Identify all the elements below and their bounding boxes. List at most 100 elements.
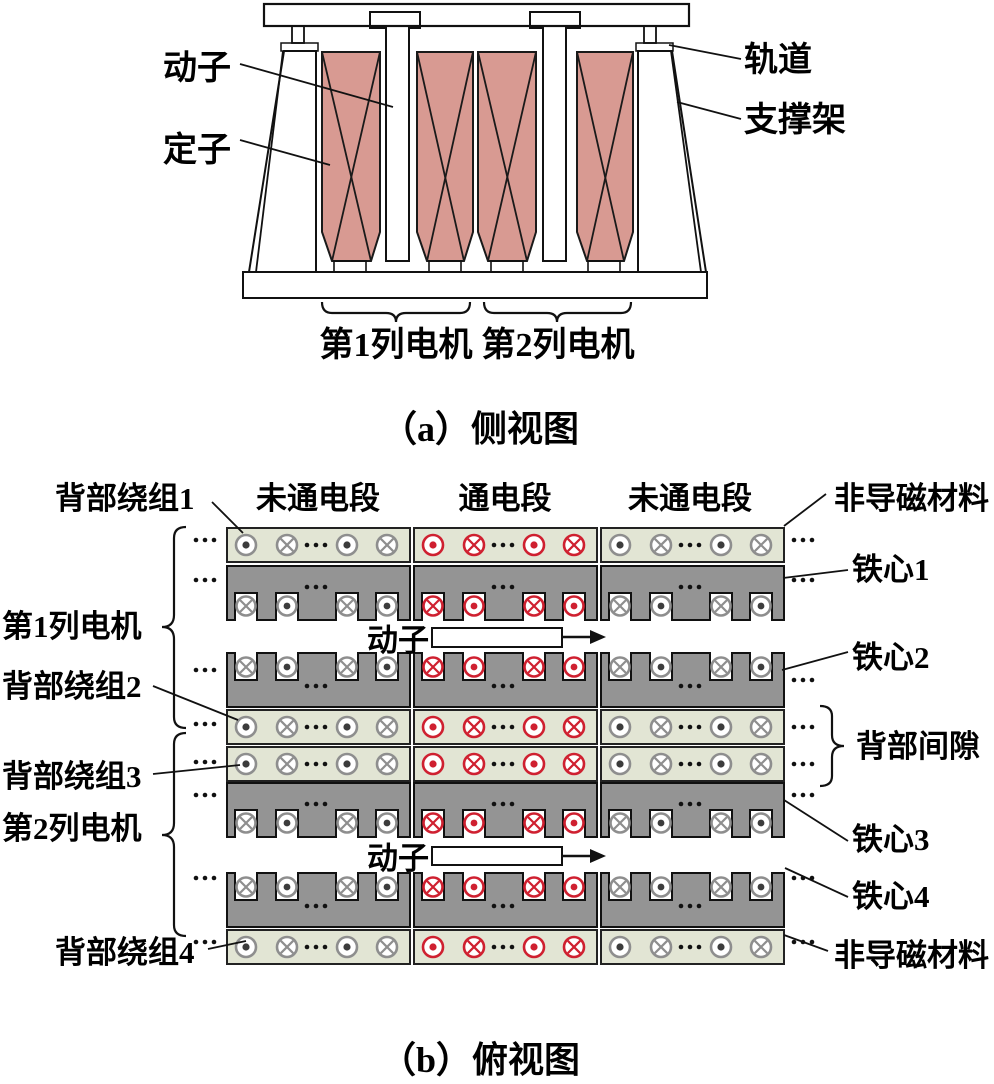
ellipsis-dots [193, 667, 217, 673]
symbol-cross [714, 599, 728, 613]
back-winding-strip [600, 746, 785, 782]
flux-out-symbol [234, 533, 258, 557]
dot [509, 944, 515, 950]
symbol-cross [380, 720, 394, 734]
flux-in-symbol [749, 752, 773, 776]
symbol-dot [242, 723, 250, 731]
symbol-dot [470, 883, 478, 891]
dot [313, 903, 319, 909]
symbol-dot [570, 602, 578, 610]
back-winding-strip [600, 929, 785, 965]
flux-out-symbol [376, 656, 398, 678]
dot [809, 677, 815, 683]
dot [313, 761, 319, 767]
dot [696, 761, 702, 767]
flux-out-symbol [709, 533, 733, 557]
symbol-dot [283, 819, 291, 827]
symbol-dot [429, 943, 437, 951]
support-pin-left [291, 25, 305, 44]
flux-out-symbol [463, 656, 485, 678]
symbol-dot [242, 943, 250, 951]
symbol-dot [383, 602, 391, 610]
symbol-cross [613, 880, 627, 894]
core-body [413, 782, 598, 838]
support-frame-left [247, 50, 317, 273]
flux-in-symbol [523, 812, 545, 834]
dot [678, 903, 684, 909]
dot [678, 724, 684, 730]
core-4-leader [784, 867, 849, 898]
dot [193, 721, 199, 727]
symbol-cross [239, 660, 253, 674]
nonmagnetic-top-label: 非导磁材料 [834, 481, 989, 516]
dot [304, 724, 310, 730]
symbol-cross [239, 816, 253, 830]
ellipsis-dots [491, 724, 515, 730]
flux-in-symbol [749, 935, 773, 959]
symbol-cross [280, 757, 294, 771]
flux-out-symbol [234, 752, 258, 776]
flux-out-symbol [522, 752, 546, 776]
symbol-cross [613, 816, 627, 830]
dot [304, 584, 310, 590]
stator-coil [477, 51, 537, 262]
mover-label: 动子 [163, 49, 231, 87]
dot [687, 683, 693, 689]
symbol-cross [280, 940, 294, 954]
core-body [226, 782, 411, 838]
iron-core-block [413, 652, 598, 708]
iron-core-block [226, 565, 411, 621]
back-winding-1-label: 背部绕组1 [55, 481, 195, 516]
core-body [413, 652, 598, 708]
symbol-cross [567, 720, 581, 734]
dot [791, 761, 797, 767]
ellipsis-dots [193, 577, 217, 583]
symbol-dot [283, 883, 291, 891]
dot [491, 542, 497, 548]
dot [678, 584, 684, 590]
core-body [600, 782, 785, 838]
flux-in-symbol [375, 935, 399, 959]
motor-column-1-brace [320, 301, 472, 323]
dot [809, 537, 815, 543]
flux-in-symbol [375, 715, 399, 739]
dot [322, 683, 328, 689]
symbol-dot [570, 663, 578, 671]
ellipsis-dots [193, 721, 217, 727]
core-2-label: 铁心2 [852, 640, 930, 675]
section-header-right: 未通电段 [628, 481, 752, 516]
stator-leader [239, 139, 331, 166]
dot [509, 801, 515, 807]
core-body [600, 652, 785, 708]
stator-label: 定子 [163, 131, 231, 169]
dot [193, 759, 199, 765]
edge-ellipses [193, 537, 815, 945]
strip-bar [600, 746, 785, 782]
coil-x-line [477, 51, 528, 262]
support-label: 支撑架 [744, 101, 846, 139]
dot [509, 683, 515, 689]
back-gap-label: 背部间隙 [856, 729, 980, 764]
flux-in-symbol [275, 935, 299, 959]
flux-in-symbol [462, 533, 486, 557]
flux-in-symbol [649, 533, 673, 557]
symbol-cross [654, 940, 668, 954]
symbol-dot [343, 723, 351, 731]
mover-leader [239, 63, 394, 108]
flux-in-symbol [375, 533, 399, 557]
flux-in-symbol [710, 656, 732, 678]
flux-out-symbol [421, 935, 445, 959]
dot [696, 903, 702, 909]
dot [193, 577, 199, 583]
flux-in-symbol [523, 595, 545, 617]
flux-in-symbol [523, 876, 545, 898]
dot [322, 944, 328, 950]
dot [678, 801, 684, 807]
symbol-cross [527, 816, 541, 830]
dot [304, 542, 310, 548]
dot [800, 577, 806, 583]
dot [678, 683, 684, 689]
symbol-cross [239, 880, 253, 894]
ellipsis-dots [491, 903, 515, 909]
back-winding-3-leader [152, 764, 241, 775]
